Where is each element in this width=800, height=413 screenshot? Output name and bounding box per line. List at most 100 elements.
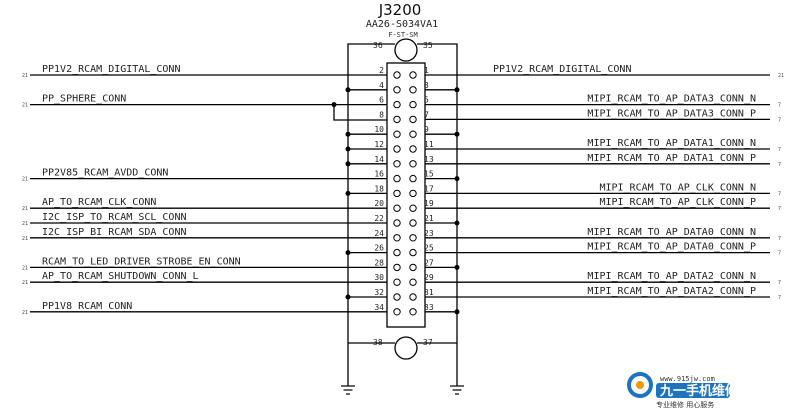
net-label: MIPI_RCAM_TO_AP_DATA1_CONN_P bbox=[587, 153, 756, 164]
sheet-ref: 21 bbox=[22, 177, 28, 183]
sheet-ref: 7 bbox=[778, 147, 781, 153]
pin-number: 27 bbox=[424, 258, 434, 267]
net-label: MIPI_RCAM_TO_AP_DATA1_CONN_N bbox=[587, 138, 756, 149]
pin-contact bbox=[409, 278, 417, 286]
sheet-ref: 21 bbox=[22, 265, 28, 271]
pin-contact bbox=[393, 248, 401, 257]
ground-symbol-right bbox=[450, 385, 464, 395]
watermark-logo-icon bbox=[627, 372, 653, 398]
watermark-brand: 九一手机维修 bbox=[659, 383, 739, 399]
sheet-ref: 7 bbox=[778, 236, 781, 242]
pin-contact bbox=[393, 130, 401, 138]
pin-contact bbox=[393, 100, 401, 109]
junction-dot bbox=[454, 131, 460, 137]
shield-frame-right bbox=[417, 43, 458, 386]
shield-frame-left bbox=[347, 43, 395, 386]
net-label: PP1V2_RCAM_DIGITAL_CONN bbox=[493, 64, 631, 75]
pin-number: 30 bbox=[374, 273, 384, 282]
pin-contact bbox=[409, 100, 417, 109]
net-label: MIPI_RCAM_TO_AP_CLK_CONN_N bbox=[599, 182, 756, 193]
mount-hole-bottom bbox=[394, 336, 418, 360]
pin-number: 3 bbox=[424, 81, 429, 90]
net-label: MIPI_RCAM_TO_AP_DATA2_CONN_N bbox=[587, 271, 756, 282]
pin-contact bbox=[393, 234, 401, 242]
sheet-ref: 7 bbox=[778, 206, 781, 212]
sheet-ref: 7 bbox=[778, 117, 781, 123]
watermark: www.915jw.com 九一手机维修 专业维修 用心服务 bbox=[627, 372, 739, 409]
pin-contact bbox=[393, 278, 401, 286]
pin-contact bbox=[409, 130, 417, 138]
pin-contact bbox=[393, 204, 401, 212]
pin-contact bbox=[409, 293, 417, 301]
junction-dot bbox=[454, 87, 460, 93]
pin-number: 4 bbox=[379, 81, 384, 90]
sheet-ref: 21 bbox=[778, 73, 784, 79]
pin-number: 33 bbox=[424, 303, 434, 312]
pin-contact bbox=[393, 160, 401, 168]
pin-number: 31 bbox=[424, 288, 434, 297]
junction-dot bbox=[454, 309, 460, 315]
connector-refdes: J3200 bbox=[378, 1, 422, 19]
sheet-ref: 21 bbox=[22, 206, 28, 212]
pin-number: 11 bbox=[424, 140, 434, 149]
net-label: PP2V85_RCAM_AVDD_CONN bbox=[42, 168, 168, 179]
pin-contact bbox=[409, 219, 417, 227]
pin-contact bbox=[409, 189, 417, 198]
pin-contact bbox=[393, 71, 401, 79]
connector-part-number: AA26-S034VA1 bbox=[366, 19, 438, 30]
junction-dot bbox=[345, 87, 351, 93]
pin-number: 10 bbox=[374, 125, 384, 134]
junction-dot bbox=[454, 220, 460, 226]
pin-contact bbox=[409, 174, 417, 183]
pin-contact bbox=[409, 115, 417, 124]
junction-dot bbox=[345, 161, 351, 167]
pin-number: 2 bbox=[379, 66, 384, 75]
pin-number: 12 bbox=[374, 140, 384, 149]
pin-number: 1 bbox=[424, 66, 429, 75]
mount-hole-top bbox=[394, 38, 418, 62]
connector-variant: F-ST-SM bbox=[388, 31, 418, 39]
net-label: MIPI_RCAM_TO_AP_DATA3_CONN_P bbox=[587, 108, 756, 119]
ground-symbol-left bbox=[341, 385, 355, 395]
pin-number: 26 bbox=[374, 244, 384, 253]
pin-contact bbox=[409, 86, 417, 94]
net-label: I2C_ISP_TO_RCAM_SCL_CONN bbox=[42, 212, 187, 223]
sheet-ref: 7 bbox=[778, 251, 781, 257]
pin-contact bbox=[409, 234, 417, 242]
pin-contact bbox=[393, 86, 401, 94]
sheet-ref: 7 bbox=[778, 191, 781, 197]
mount-pin-35: 35 bbox=[423, 41, 433, 50]
pin-number: 16 bbox=[374, 170, 384, 179]
pin-contact bbox=[409, 145, 417, 153]
junction-dot bbox=[454, 176, 460, 182]
net-label: MIPI_RCAM_TO_AP_CLK_CONN_P bbox=[599, 197, 756, 208]
net-label: MIPI_RCAM_TO_AP_DATA0_CONN_N bbox=[587, 227, 756, 238]
pin-number: 28 bbox=[374, 258, 384, 267]
sheet-ref: 7 bbox=[778, 103, 781, 109]
net-label: AP_TO_RCAM_SHUTDOWN_CONN_L bbox=[42, 271, 199, 282]
junction-dot bbox=[345, 294, 351, 300]
pin-number: 5 bbox=[424, 96, 429, 105]
net-label: RCAM_TO_LED_DRIVER_STROBE_EN_CONN bbox=[42, 256, 241, 267]
sheet-ref: 21 bbox=[22, 73, 28, 79]
pin-contact bbox=[409, 308, 417, 316]
sheet-ref: 21 bbox=[22, 103, 28, 109]
pin-contact bbox=[393, 308, 401, 316]
sheet-ref: 7 bbox=[778, 162, 781, 168]
net-label: MIPI_RCAM_TO_AP_DATA3_CONN_N bbox=[587, 94, 756, 105]
pin-number: 20 bbox=[374, 199, 384, 208]
pin-contact bbox=[409, 160, 417, 168]
pin-number: 6 bbox=[379, 96, 384, 105]
junction-dot bbox=[345, 131, 351, 137]
pin-contact bbox=[393, 145, 401, 153]
pin6-pin8-tie bbox=[333, 105, 387, 121]
net-label: MIPI_RCAM_TO_AP_DATA0_CONN_P bbox=[587, 242, 756, 253]
pin-number: 24 bbox=[374, 229, 384, 238]
pin-contact bbox=[393, 293, 401, 301]
pin-number: 25 bbox=[424, 244, 434, 253]
pin-contact bbox=[393, 174, 401, 183]
net-label: MIPI_RCAM_TO_AP_DATA2_CONN_P bbox=[587, 286, 756, 297]
junction-dot bbox=[345, 190, 351, 196]
pin-number: 21 bbox=[424, 214, 434, 223]
pin-number: 8 bbox=[379, 110, 384, 119]
